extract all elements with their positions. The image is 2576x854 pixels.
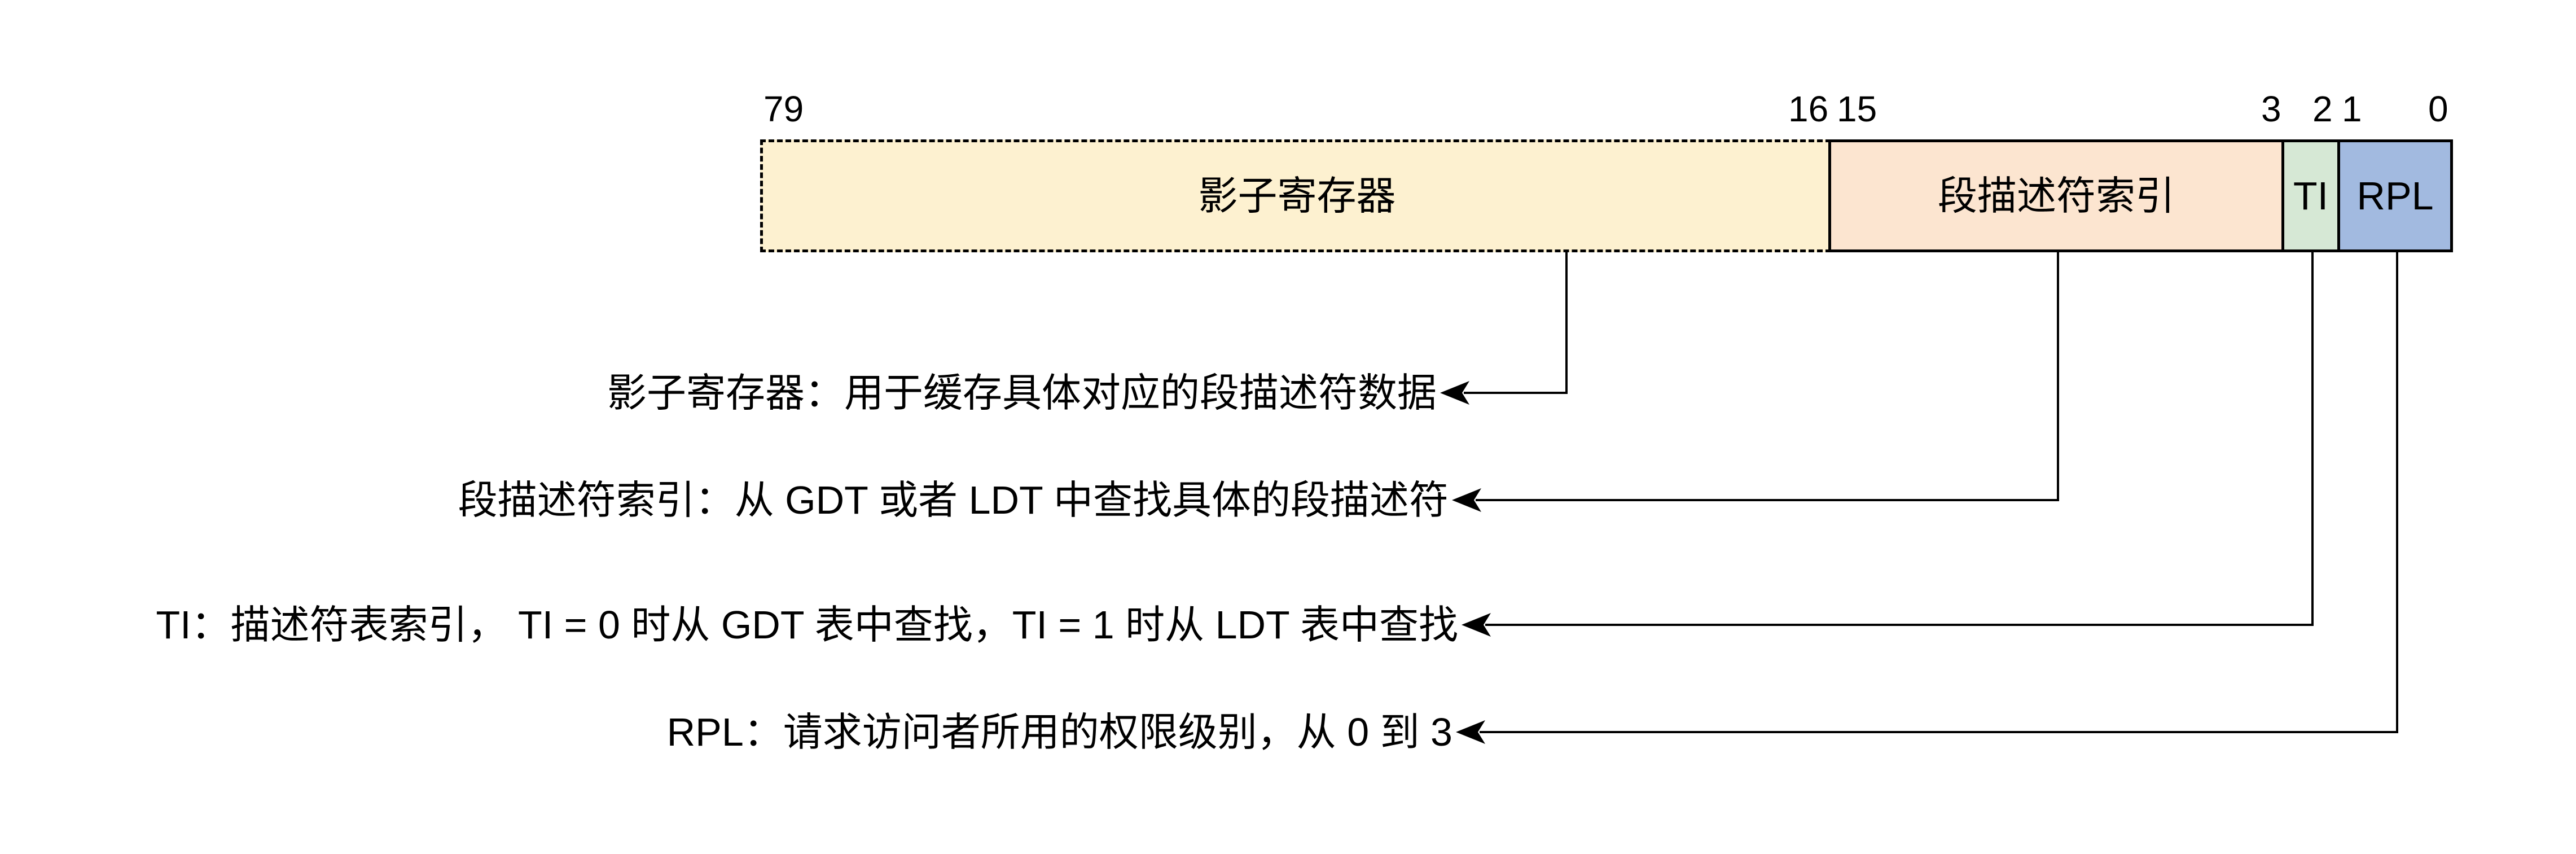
- arrowhead-left-icon: [1440, 381, 1469, 405]
- connector-rpl: [1456, 252, 2398, 744]
- bit-label-1: 1: [2342, 89, 2362, 129]
- bit-label-15: 15: [1837, 89, 1877, 129]
- connector-descriptor-index: [1452, 252, 2059, 512]
- segment-ti-label: TI: [2293, 174, 2329, 218]
- segment-rpl-label: RPL: [2356, 174, 2434, 218]
- arrowhead-left-icon: [1452, 488, 1481, 512]
- segment-descriptor-index: 段描述符索引: [1828, 139, 2284, 252]
- connector-line: [1464, 252, 1568, 394]
- bit-label-0: 0: [2428, 89, 2448, 129]
- connector-ti: [1462, 252, 2314, 637]
- arrowhead-left-icon: [1462, 613, 1491, 637]
- annotation-shadow-register: 影子寄存器：用于缓存具体对应的段描述符数据: [607, 371, 1437, 415]
- segment-descriptor-index-label: 段描述符索引: [1938, 174, 2175, 218]
- bit-label-79: 79: [763, 89, 804, 129]
- bit-label-16: 16: [1788, 89, 1829, 129]
- connector-line: [1476, 252, 2059, 501]
- segment-shadow-register-label: 影子寄存器: [1198, 174, 1396, 218]
- connector-shadow-register: [1440, 252, 1568, 405]
- bit-label-3: 3: [2261, 89, 2281, 129]
- bit-label-2: 2: [2312, 89, 2333, 129]
- arrowhead-left-icon: [1456, 720, 1485, 744]
- annotation-descriptor-index: 段描述符索引：从 GDT 或者 LDT 中查找具体的段描述符: [458, 478, 1449, 522]
- annotation-rpl: RPL：请求访问者所用的权限级别，从 0 到 3: [666, 710, 1452, 754]
- segment-ti: TI: [2281, 139, 2340, 252]
- annotation-ti: TI：描述符表索引， TI = 0 时从 GDT 表中查找，TI = 1 时从 …: [156, 603, 1458, 647]
- segment-shadow-register: 影子寄存器: [760, 139, 1831, 252]
- connector-line: [1480, 252, 2398, 733]
- connector-line: [1485, 252, 2314, 626]
- segment-rpl: RPL: [2337, 139, 2453, 252]
